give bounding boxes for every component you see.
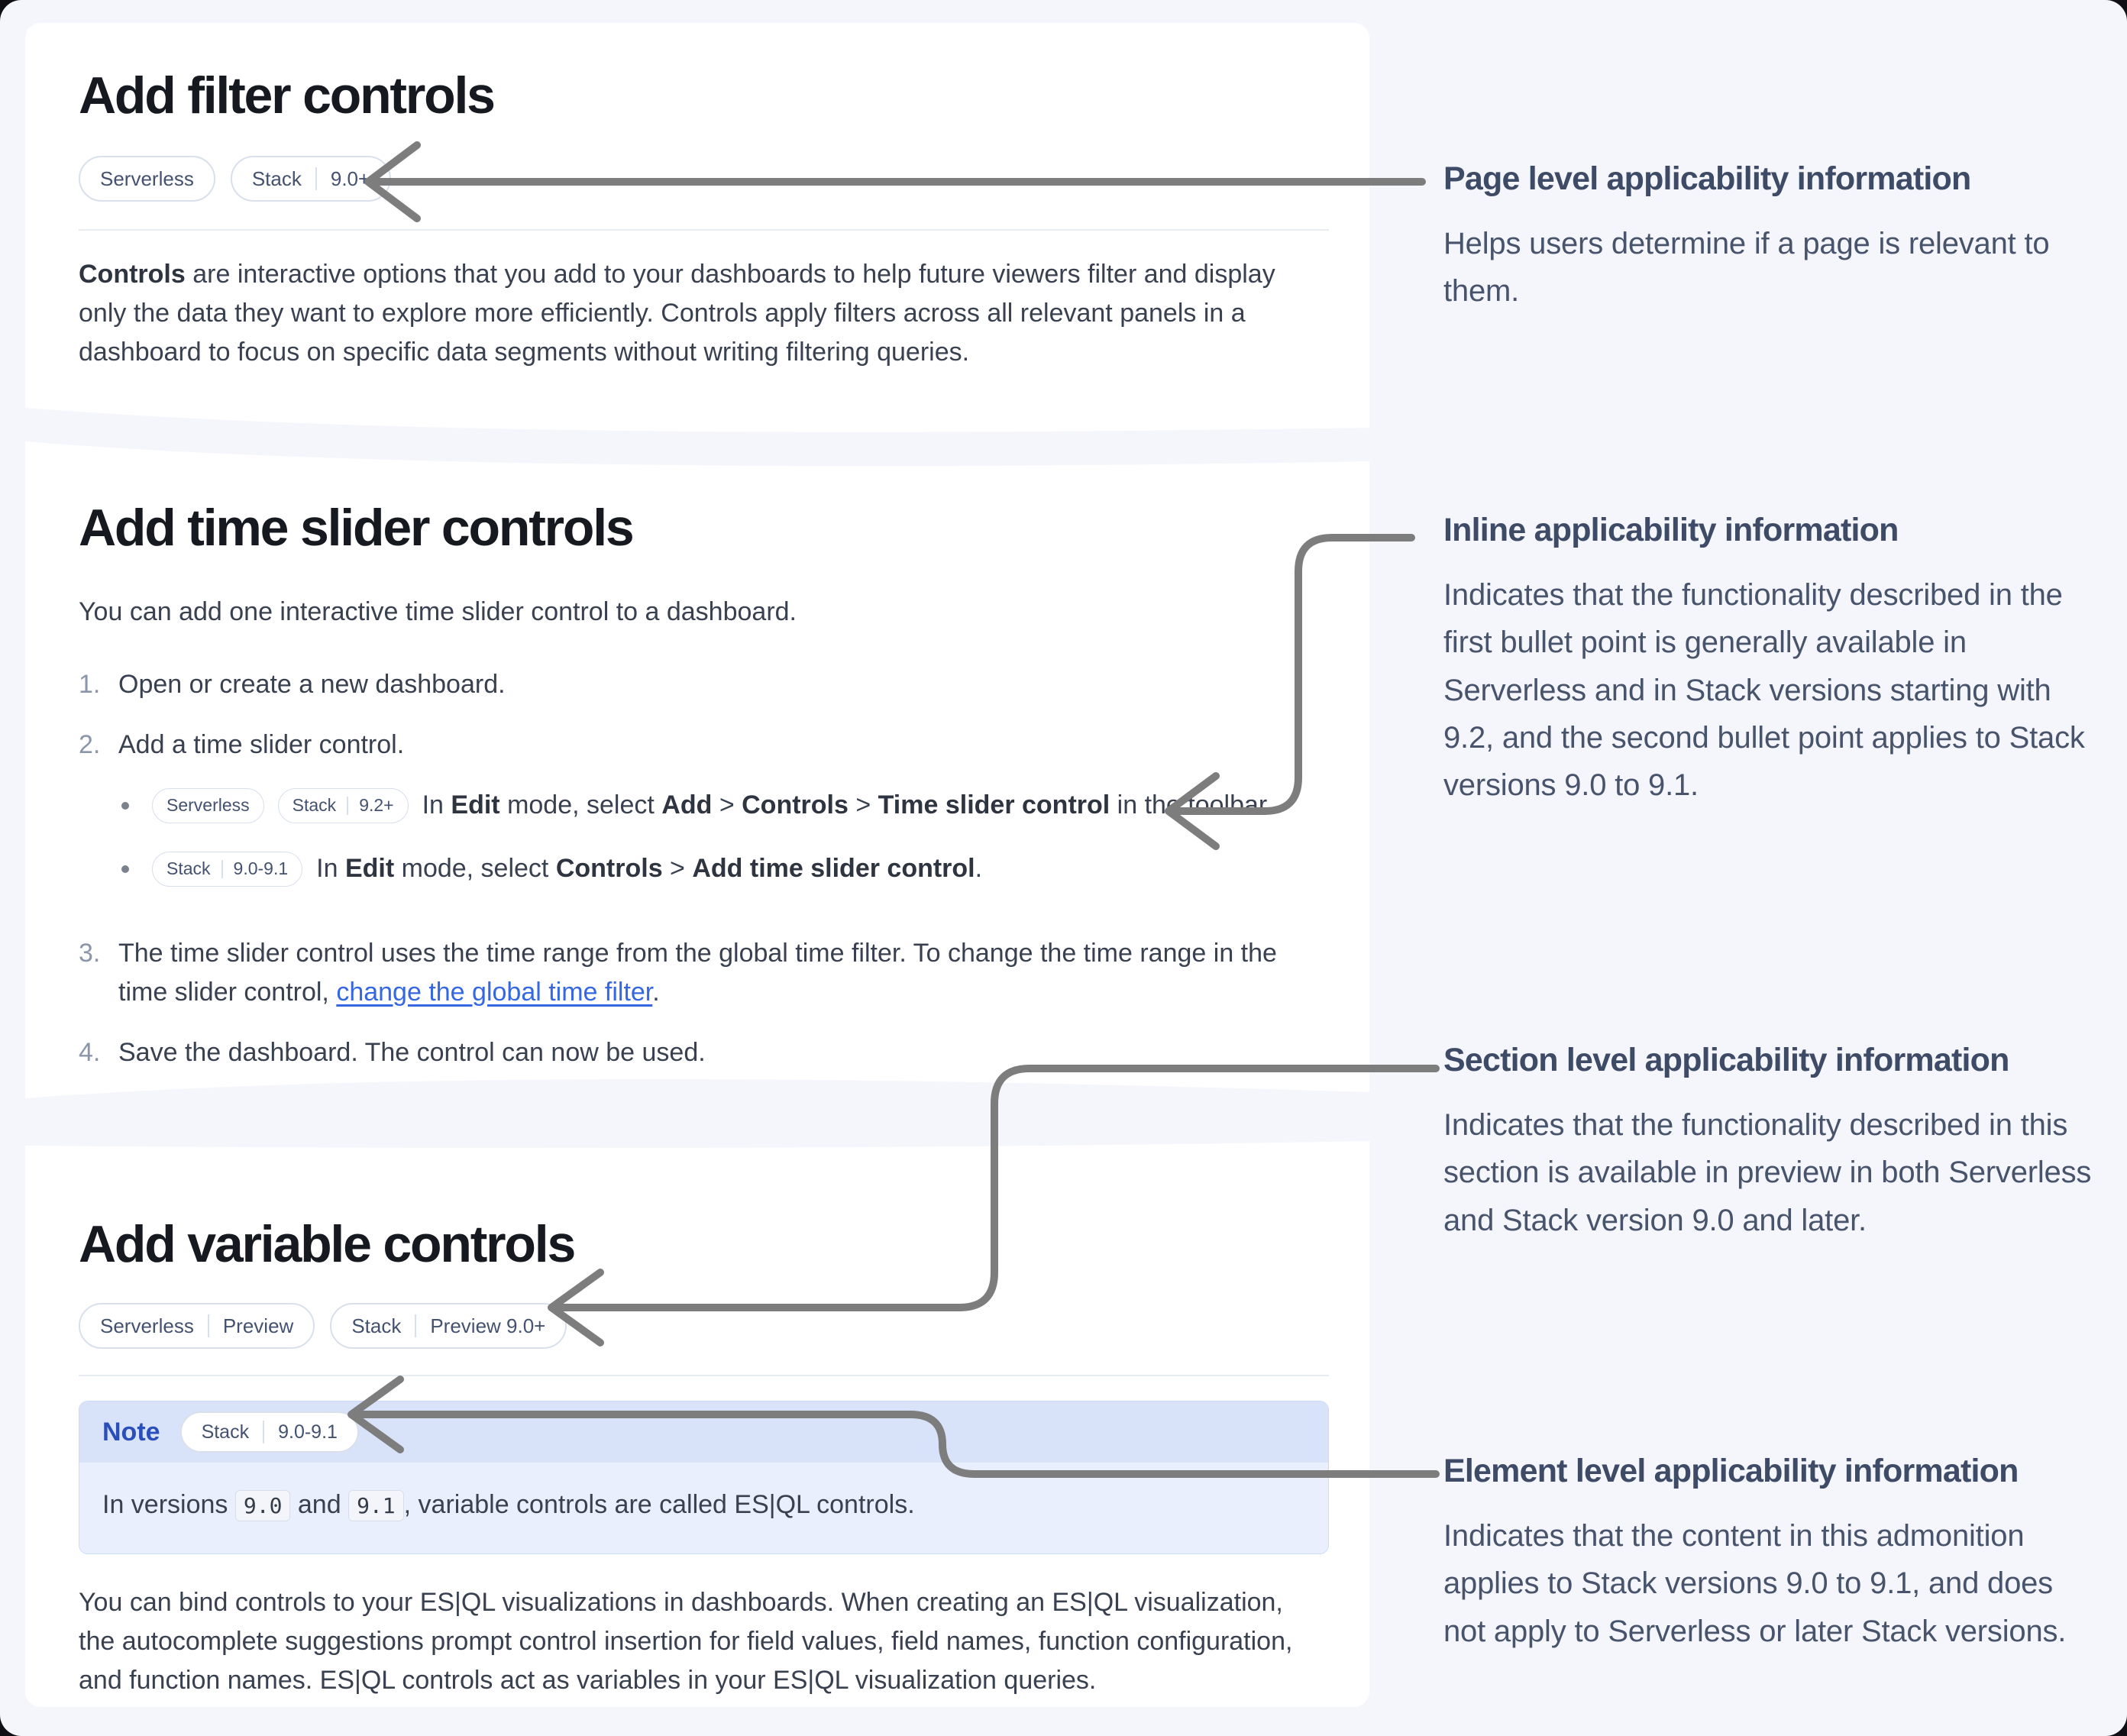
section-divider (79, 229, 1329, 231)
bullet-icon (121, 801, 129, 810)
section-add-filter-controls: Add filter controls Serverless Stack 9.0… (79, 66, 1335, 372)
ordered-list: 1. Open or create a new dashboard. 2. Ad… (79, 665, 1335, 1072)
badge-serverless[interactable]: Serverless (79, 156, 215, 202)
badge-product: Stack (166, 858, 211, 879)
note-header: Note Stack 9.0-9.1 (79, 1401, 1328, 1463)
list-item-label: Add a time slider control. (118, 730, 405, 759)
list-item: 1. Open or create a new dashboard. (79, 665, 1335, 704)
section-add-time-slider-controls: Add time slider controls You can add one… (79, 498, 1335, 1094)
bullet-item: Stack 9.0-9.1 In Edit mode, select Contr… (121, 849, 1335, 888)
badge-divider (263, 1421, 265, 1443)
list-number: 3. (79, 939, 101, 968)
badge-version: 9.0-9.1 (233, 858, 289, 879)
annotation-body: Indicates that the functionality describ… (1443, 577, 2085, 803)
annotation-body: Helps users determine if a page is relev… (1443, 226, 2050, 309)
badge-stack-version[interactable]: Stack 9.0-9.1 (152, 851, 303, 887)
note-body: In versions 9.0 and 9.1, variable contro… (79, 1463, 1328, 1553)
version-code: 9.1 (348, 1490, 404, 1521)
section-divider (79, 1375, 1329, 1376)
list-item: 3. The time slider control uses the time… (79, 934, 1335, 1012)
bullet-text: In Edit mode, select Add > Controls > Ti… (422, 790, 1273, 820)
list-item-text: Add a time slider control. Serverless St… (118, 726, 1335, 913)
list-number: 1. (79, 670, 101, 699)
esql-paragraph: You can bind controls to your ES|QL visu… (79, 1588, 1293, 1695)
badge-label: Serverless (100, 166, 194, 190)
badge-divider (221, 859, 223, 878)
global-time-filter-link[interactable]: change the global time filter (336, 978, 653, 1007)
badge-product: Stack (251, 166, 302, 190)
section-intro: You can add one interactive time slider … (79, 597, 797, 626)
note-label: Note (102, 1417, 160, 1447)
badge-divider (207, 1314, 209, 1337)
section-add-variable-controls: Add variable controls Serverless Preview… (79, 1214, 1335, 1700)
list-number: 2. (79, 730, 101, 759)
badge-product: Serverless (100, 1314, 194, 1337)
list-number: 4. (79, 1038, 101, 1067)
annotation-title: Page level applicability information (1443, 160, 1971, 197)
badge-product: Stack (351, 1314, 402, 1337)
note-admonition: Note Stack 9.0-9.1 In versions 9.0 and 9… (79, 1401, 1329, 1554)
badge-serverless[interactable]: Serverless (152, 787, 264, 823)
list-item-text: Open or create a new dashboard. (118, 670, 506, 699)
badge-divider (315, 167, 317, 190)
badge-label: Serverless (166, 795, 250, 816)
annotation-section-level: Section level applicability information … (1443, 1040, 2102, 1244)
annotation-page-level: Page level applicability information Hel… (1443, 159, 2102, 315)
bullet-text: In Edit mode, select Controls > Add time… (316, 854, 983, 883)
version-code: 9.0 (234, 1490, 291, 1521)
annotation-inline-level: Inline applicability information Indicat… (1443, 510, 2102, 810)
nested-bullet-list: Serverless Stack 9.2+ In Edit mode, sele… (121, 786, 1335, 888)
badge-version: 9.0+ (330, 166, 370, 190)
badge-version: 9.0-9.1 (278, 1421, 338, 1443)
badge-divider (415, 1314, 417, 1337)
list-item: 2. Add a time slider control. Serverless… (79, 726, 1335, 913)
paragraph-text: are interactive options that you add to … (79, 260, 1275, 367)
list-item-text: The time slider control uses the time ra… (118, 939, 1277, 1007)
badge-stack-preview-version[interactable]: Stack Preview 9.0+ (330, 1303, 567, 1349)
list-item: 4. Save the dashboard. The control can n… (79, 1033, 1335, 1072)
section-title: Add variable controls (79, 1215, 576, 1273)
badge-product: Stack (201, 1421, 250, 1443)
list-item-text: Save the dashboard. The control can now … (118, 1038, 706, 1067)
bullet-item: Serverless Stack 9.2+ In Edit mode, sele… (121, 786, 1335, 825)
badge-serverless-preview[interactable]: Serverless Preview (79, 1303, 315, 1349)
annotation-title: Inline applicability information (1443, 512, 1899, 548)
intro-paragraph: Controls are interactive options that yo… (79, 255, 1301, 372)
badge-flag: Preview 9.0+ (430, 1314, 546, 1337)
badge-product: Stack (292, 795, 337, 816)
badge-stack-version[interactable]: Stack 9.2+ (277, 787, 409, 823)
badge-version: 9.2+ (359, 795, 394, 816)
annotation-title: Element level applicability information (1443, 1453, 2019, 1489)
annotation-title: Section level applicability information (1443, 1042, 2009, 1078)
badge-divider (347, 796, 349, 815)
section-applicability-badges: Serverless Preview Stack Preview 9.0+ (79, 1303, 1335, 1349)
badge-stack-version[interactable]: Stack 9.0-9.1 (179, 1411, 359, 1453)
badge-stack-version[interactable]: Stack 9.0+ (230, 156, 392, 202)
badge-flag: Preview (222, 1314, 294, 1337)
section-title: Add time slider controls (79, 499, 635, 557)
page-applicability-badges: Serverless Stack 9.0+ (79, 156, 1335, 202)
bold-controls: Controls (79, 260, 186, 289)
page-title: Add filter controls (79, 66, 496, 124)
bullet-icon (121, 865, 129, 873)
annotation-body: Indicates that the functionality describ… (1443, 1107, 2092, 1237)
annotation-body: Indicates that the content in this admon… (1443, 1518, 2067, 1648)
annotation-element-level: Element level applicability information … (1443, 1451, 2102, 1655)
